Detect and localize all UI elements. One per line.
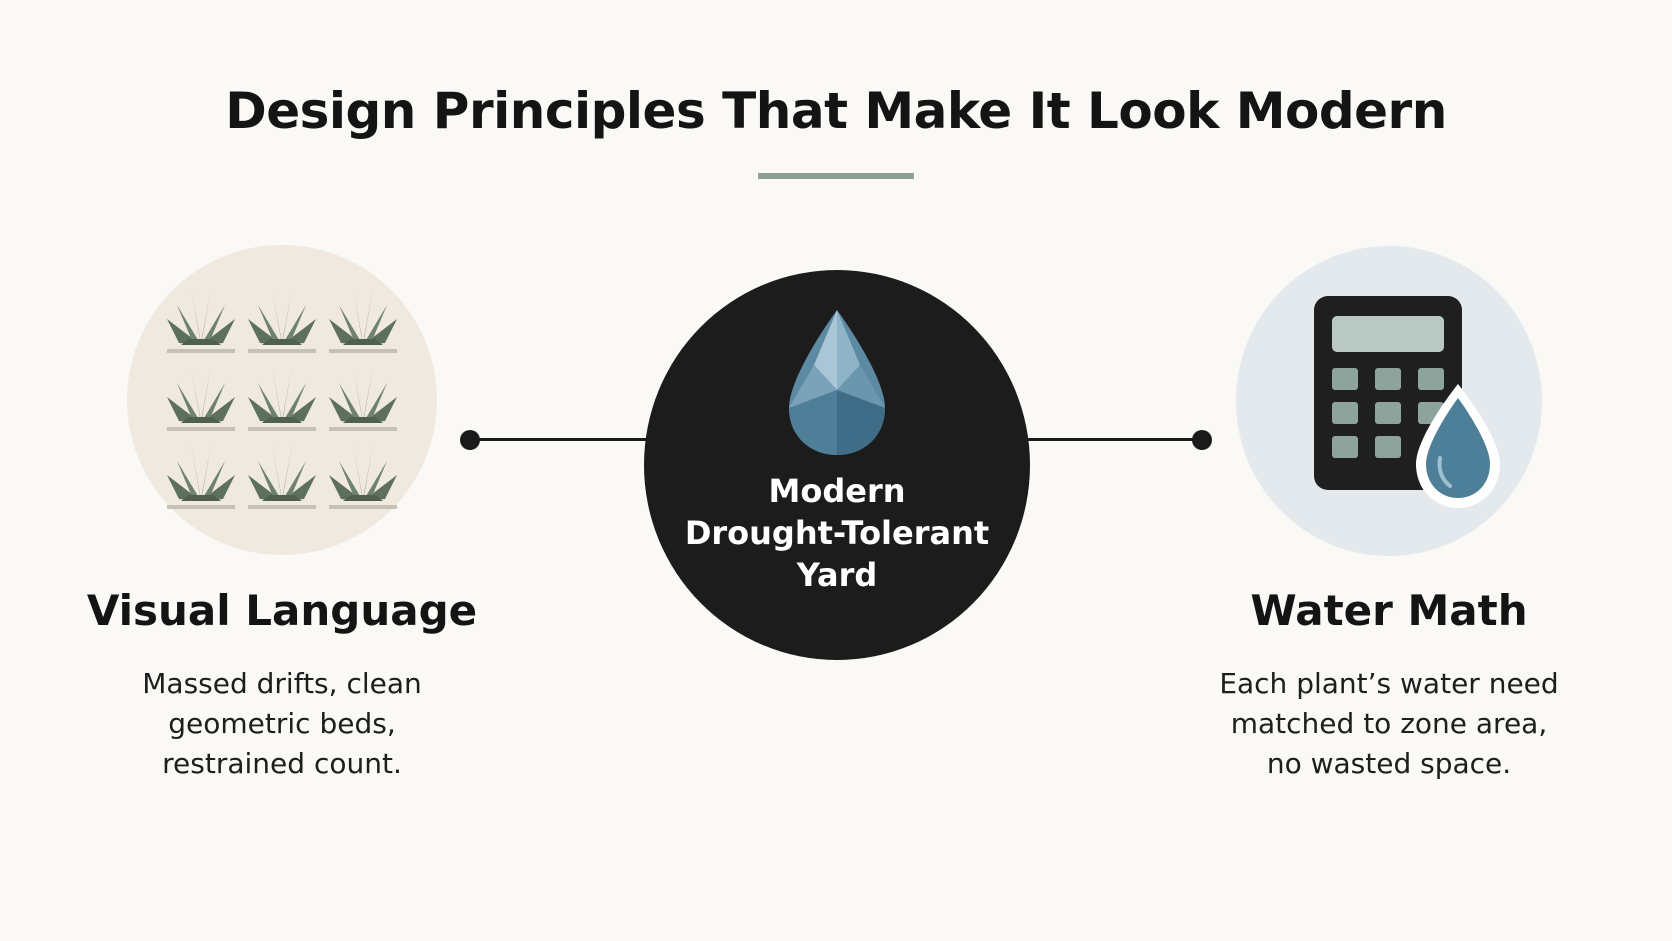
description-line: Massed drifts, clean	[142, 667, 422, 700]
connector-dot-right	[1192, 430, 1212, 450]
description-line: matched to zone area,	[1230, 707, 1548, 740]
plant-grid-icon	[167, 289, 397, 509]
description-line: Each plant’s water need	[1219, 667, 1559, 700]
connector-right	[1018, 438, 1204, 441]
visual-language-circle	[127, 245, 437, 555]
hub-label-line: Yard	[796, 556, 878, 594]
visual-language-description: Massed drifts, clean geometric beds, res…	[52, 664, 512, 784]
description-line: geometric beds,	[168, 707, 396, 740]
water-math-circle	[1236, 246, 1542, 556]
water-drop-icon	[789, 310, 885, 455]
connector-dot-left	[460, 430, 480, 450]
page-title: Design Principles That Make It Look Mode…	[225, 82, 1447, 140]
hub-label-line: Drought-Tolerant	[684, 514, 990, 552]
description-line: restrained count.	[162, 747, 402, 780]
connector-left	[470, 438, 652, 441]
hub-label: Modern Drought-Tolerant Yard	[644, 470, 1030, 596]
hub-label-line: Modern	[768, 472, 906, 510]
visual-language-title: Visual Language	[86, 586, 478, 635]
title-underline	[758, 173, 914, 179]
calculator-water-icon	[1314, 296, 1500, 508]
water-math-description: Each plant’s water need matched to zone …	[1159, 664, 1619, 784]
hub-circle	[644, 270, 1030, 660]
water-math-title: Water Math	[1250, 586, 1528, 635]
description-line: no wasted space.	[1266, 747, 1512, 780]
